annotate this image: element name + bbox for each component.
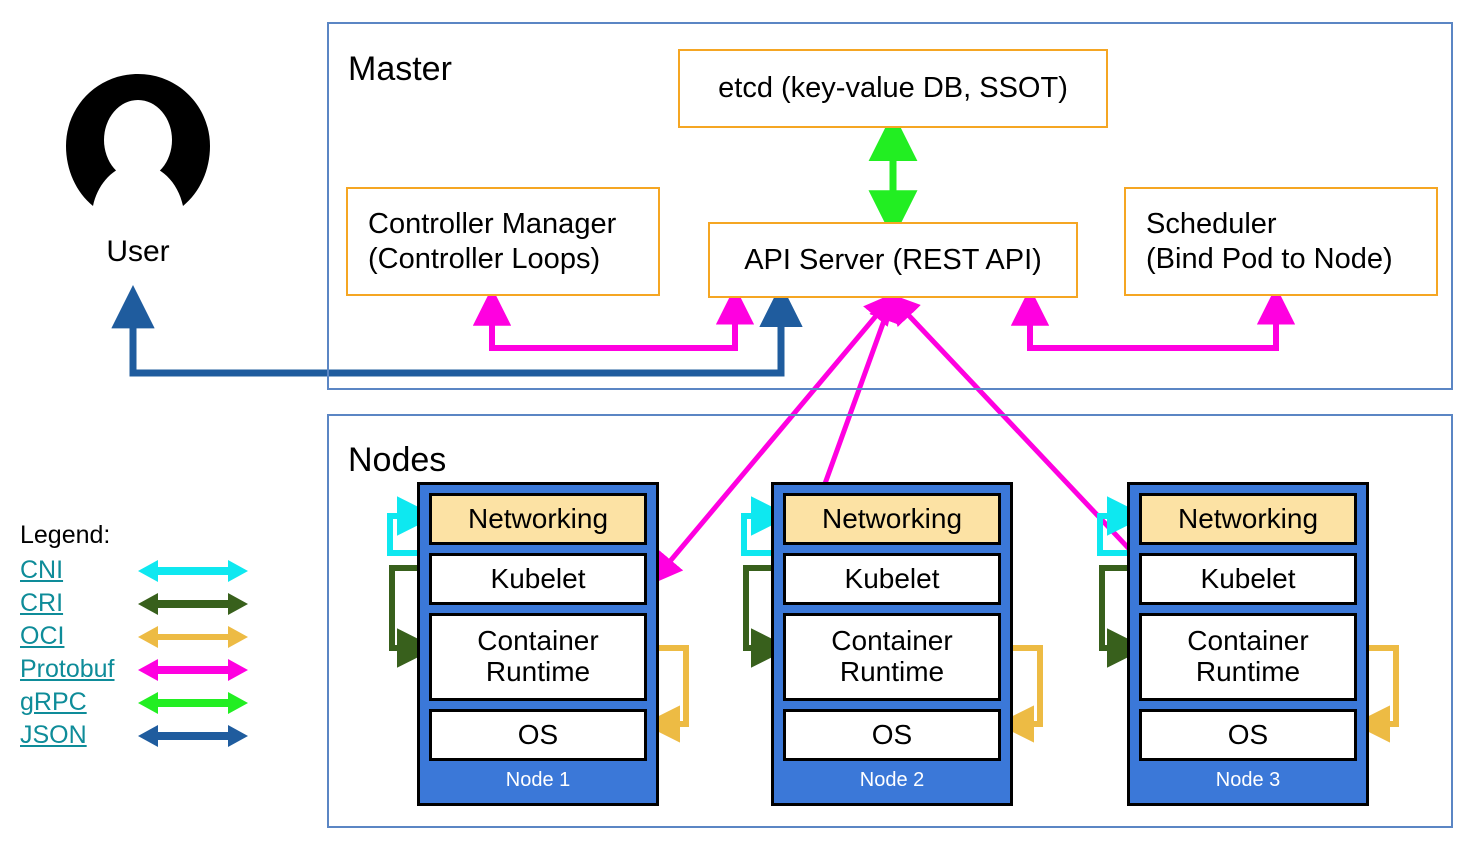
- legend-row-cri[interactable]: CRI: [20, 587, 290, 620]
- legend-row-protobuf[interactable]: Protobuf: [20, 653, 290, 686]
- node-1-container-runtime-layer[interactable]: Container Runtime: [429, 613, 647, 701]
- node-1-os-layer[interactable]: OS: [429, 709, 647, 761]
- legend-row-oci[interactable]: OCI: [20, 620, 290, 653]
- legend: Legend: CNI CRI OCI Protobuf: [20, 520, 290, 752]
- user-avatar-icon: [66, 74, 210, 206]
- node-2-networking-layer[interactable]: Networking: [783, 493, 1001, 545]
- legend-arrow-protobuf-icon: [138, 658, 248, 681]
- legend-label-json[interactable]: JSON: [20, 721, 87, 749]
- etcd-box[interactable]: etcd (key-value DB, SSOT): [678, 49, 1108, 128]
- legend-arrow-grpc-icon: [138, 691, 248, 714]
- user-label: User: [106, 235, 170, 268]
- node-1-kubelet-layer[interactable]: Kubelet: [429, 553, 647, 605]
- user-block: User: [62, 70, 214, 280]
- legend-label-oci[interactable]: OCI: [20, 622, 65, 650]
- legend-row-grpc[interactable]: gRPC: [20, 686, 290, 719]
- legend-label-grpc[interactable]: gRPC: [20, 688, 87, 716]
- node-3-networking-layer[interactable]: Networking: [1139, 493, 1357, 545]
- node-2-container-runtime-layer[interactable]: Container Runtime: [783, 613, 1001, 701]
- node-2-os-layer[interactable]: OS: [783, 709, 1001, 761]
- node-3-container-runtime-layer[interactable]: Container Runtime: [1139, 613, 1357, 701]
- master-group: [327, 22, 1453, 390]
- node-2-name: Node 2: [859, 769, 925, 791]
- node-2[interactable]: Networking Kubelet Container Runtime OS …: [771, 482, 1013, 806]
- master-group-title: Master: [348, 50, 452, 88]
- legend-label-protobuf[interactable]: Protobuf: [20, 655, 115, 683]
- node-1-name: Node 1: [505, 769, 571, 791]
- legend-arrow-json-icon: [138, 724, 248, 747]
- node-2-kubelet-layer[interactable]: Kubelet: [783, 553, 1001, 605]
- controller-manager-box[interactable]: Controller Manager (Controller Loops): [346, 187, 660, 296]
- node-3-os-layer[interactable]: OS: [1139, 709, 1357, 761]
- legend-row-cni[interactable]: CNI: [20, 554, 290, 587]
- legend-label-cri[interactable]: CRI: [20, 589, 64, 617]
- nodes-group-title: Nodes: [348, 441, 447, 479]
- legend-label-cni[interactable]: CNI: [20, 556, 64, 584]
- node-3-name: Node 3: [1215, 769, 1281, 791]
- nodes-group: [327, 414, 1453, 828]
- legend-title: Legend:: [20, 521, 111, 549]
- legend-arrow-cri-icon: [138, 592, 248, 615]
- node-3[interactable]: Networking Kubelet Container Runtime OS …: [1127, 482, 1369, 806]
- legend-arrow-cni-icon: [138, 559, 248, 582]
- legend-arrow-oci-icon: [138, 625, 248, 648]
- node-1-networking-layer[interactable]: Networking: [429, 493, 647, 545]
- scheduler-box[interactable]: Scheduler (Bind Pod to Node): [1124, 187, 1438, 296]
- legend-row-json[interactable]: JSON: [20, 719, 290, 752]
- api-server-box[interactable]: API Server (REST API): [708, 222, 1078, 298]
- node-3-kubelet-layer[interactable]: Kubelet: [1139, 553, 1357, 605]
- node-1[interactable]: Networking Kubelet Container Runtime OS …: [417, 482, 659, 806]
